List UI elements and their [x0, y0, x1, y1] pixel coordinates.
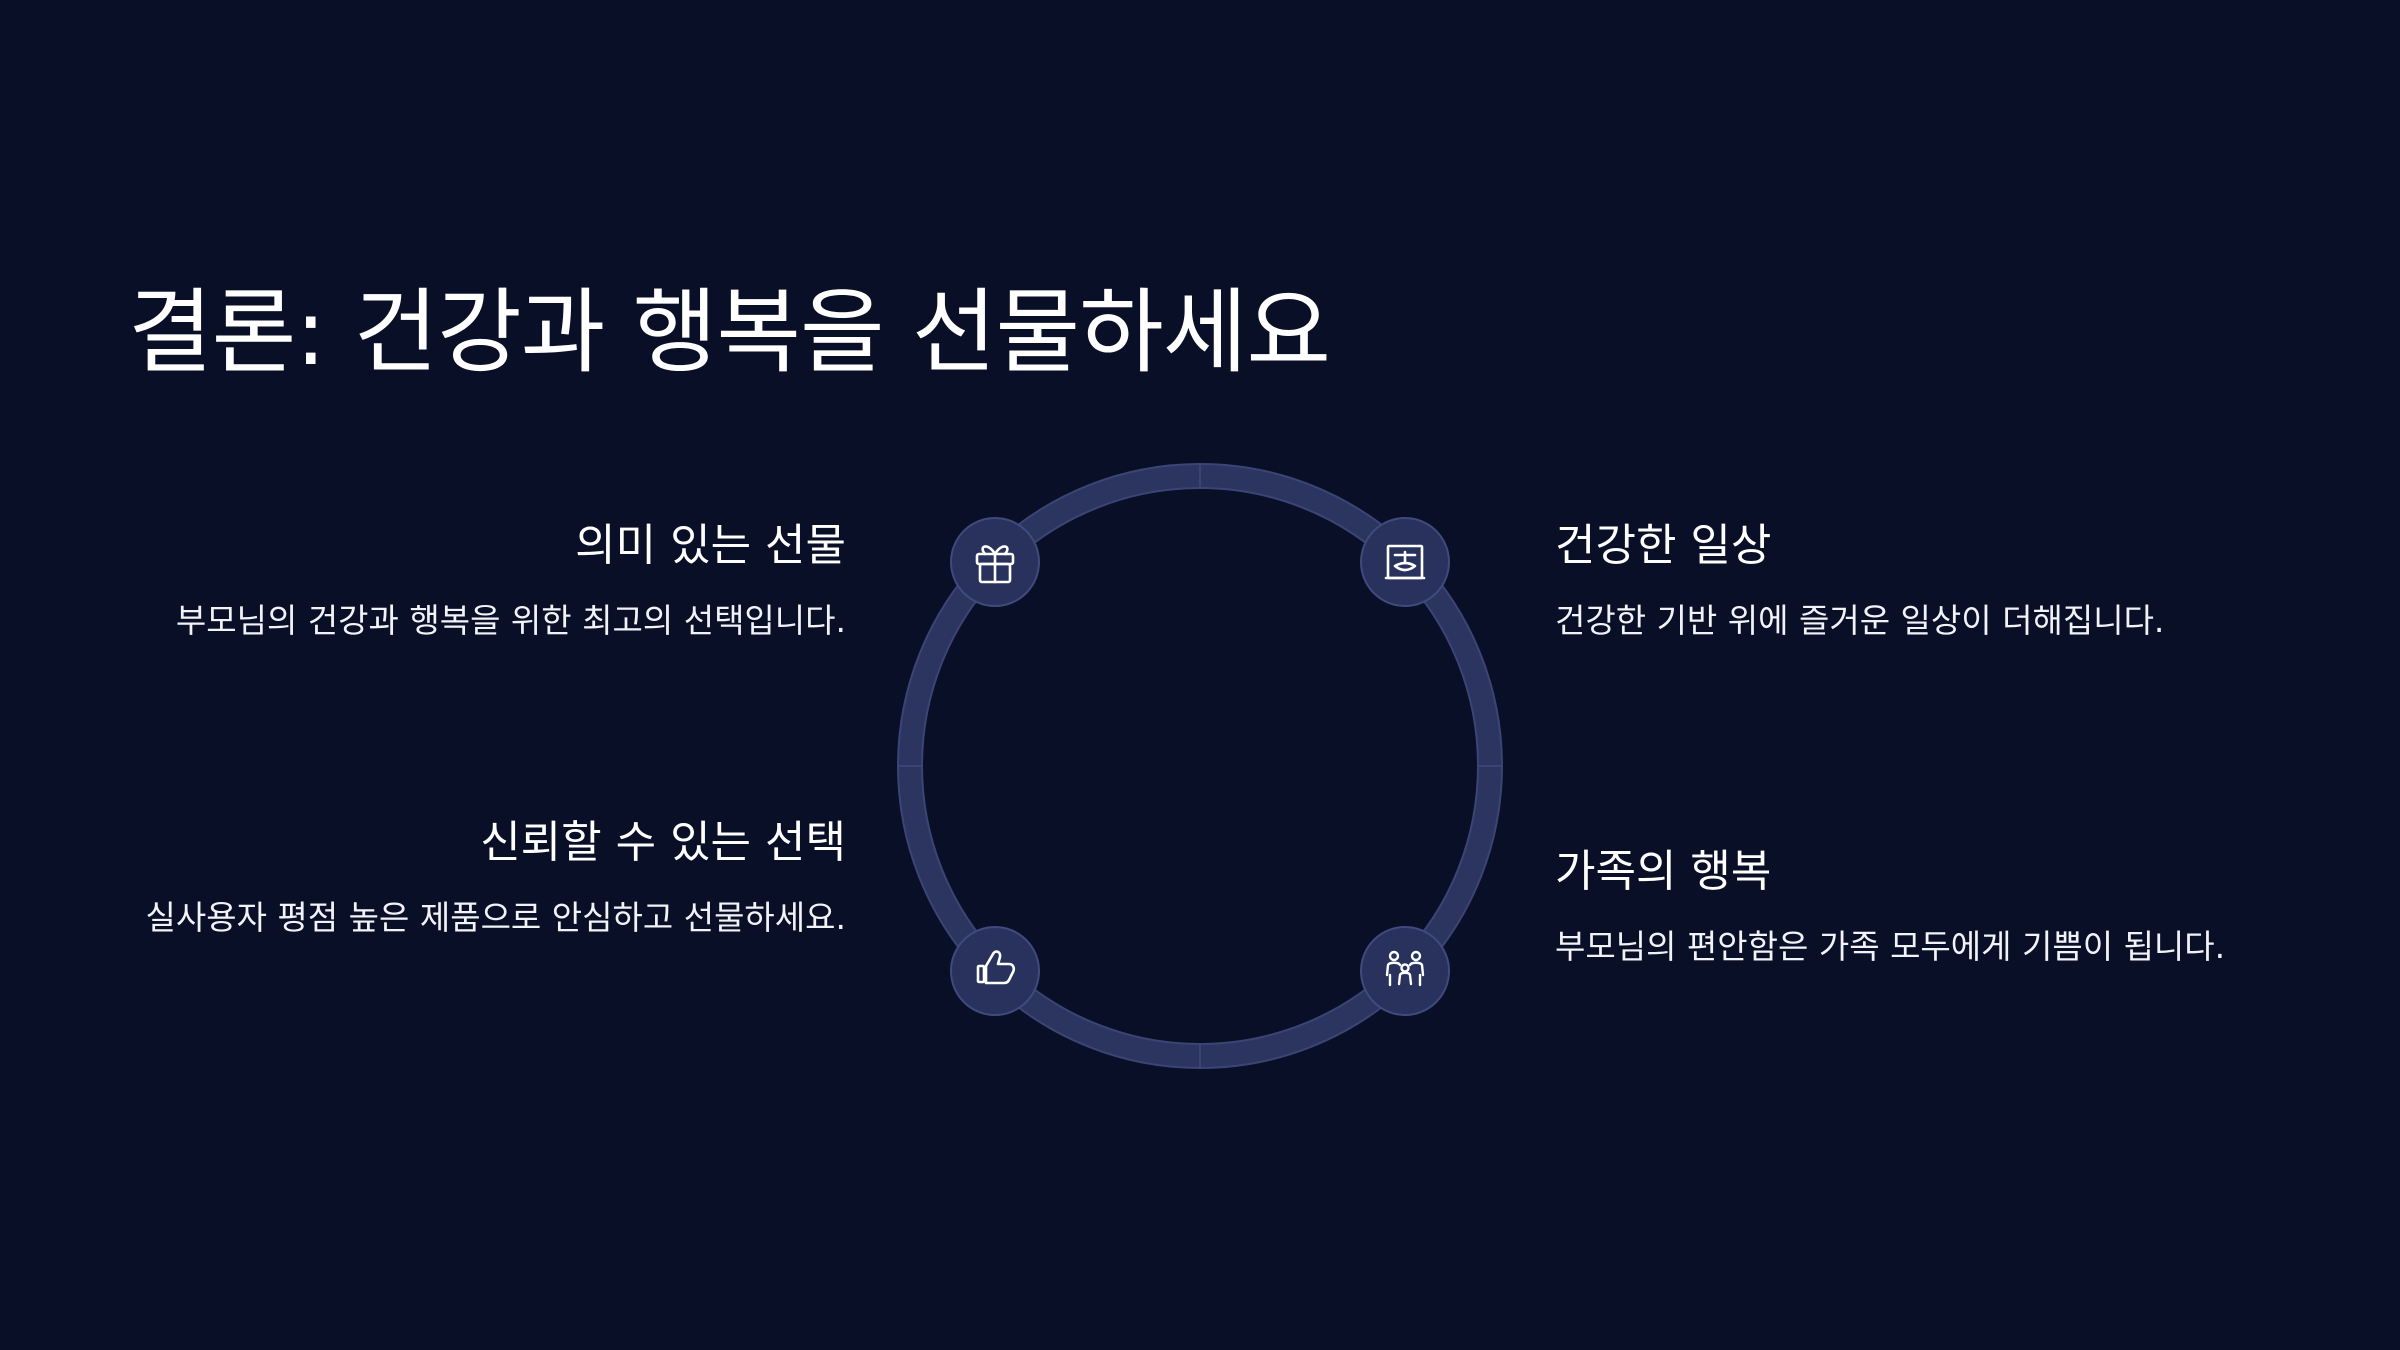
item-health-body: 건강한 기반 위에 즐거운 일상이 더해집니다. — [1555, 601, 2165, 640]
health-frame-icon — [1384, 544, 1426, 580]
gift-icon — [975, 545, 1015, 584]
item-family-body: 부모님의 편안함은 가족 모두에게 기쁨이 됩니다. — [1555, 927, 2226, 966]
item-health-heading: 건강한 일상 — [1555, 520, 1772, 571]
node-health — [1360, 517, 1450, 607]
item-gift-heading: 의미 있는 선물 — [575, 520, 846, 571]
family-icon — [1385, 950, 1425, 987]
item-trust-body: 실사용자 평점 높은 제품으로 안심하고 선물하세요. — [145, 898, 847, 937]
node-gift — [950, 517, 1040, 607]
item-gift-body: 부모님의 건강과 행복을 위한 최고의 선택입니다. — [175, 601, 846, 640]
item-health: 건강한 일상 건강한 기반 위에 즐거운 일상이 더해집니다. — [1555, 518, 2275, 650]
item-family-heading: 가족의 행복 — [1555, 846, 1772, 897]
page-title: 결론: 건강과 행복을 선물하세요 — [128, 279, 1331, 386]
item-trust: 신뢰할 수 있는 선택 실사용자 평점 높은 제품으로 안심하고 선물하세요. — [126, 815, 847, 947]
item-family: 가족의 행복 부모님의 편안함은 가족 모두에게 기쁨이 됩니다. — [1555, 844, 2275, 976]
node-trust — [950, 926, 1040, 1016]
node-family — [1360, 926, 1450, 1016]
item-gift: 의미 있는 선물 부모님의 건강과 행복을 위한 최고의 선택입니다. — [126, 518, 846, 650]
thumbs-up-icon — [976, 950, 1016, 985]
item-trust-heading: 신뢰할 수 있는 선택 — [480, 817, 846, 868]
